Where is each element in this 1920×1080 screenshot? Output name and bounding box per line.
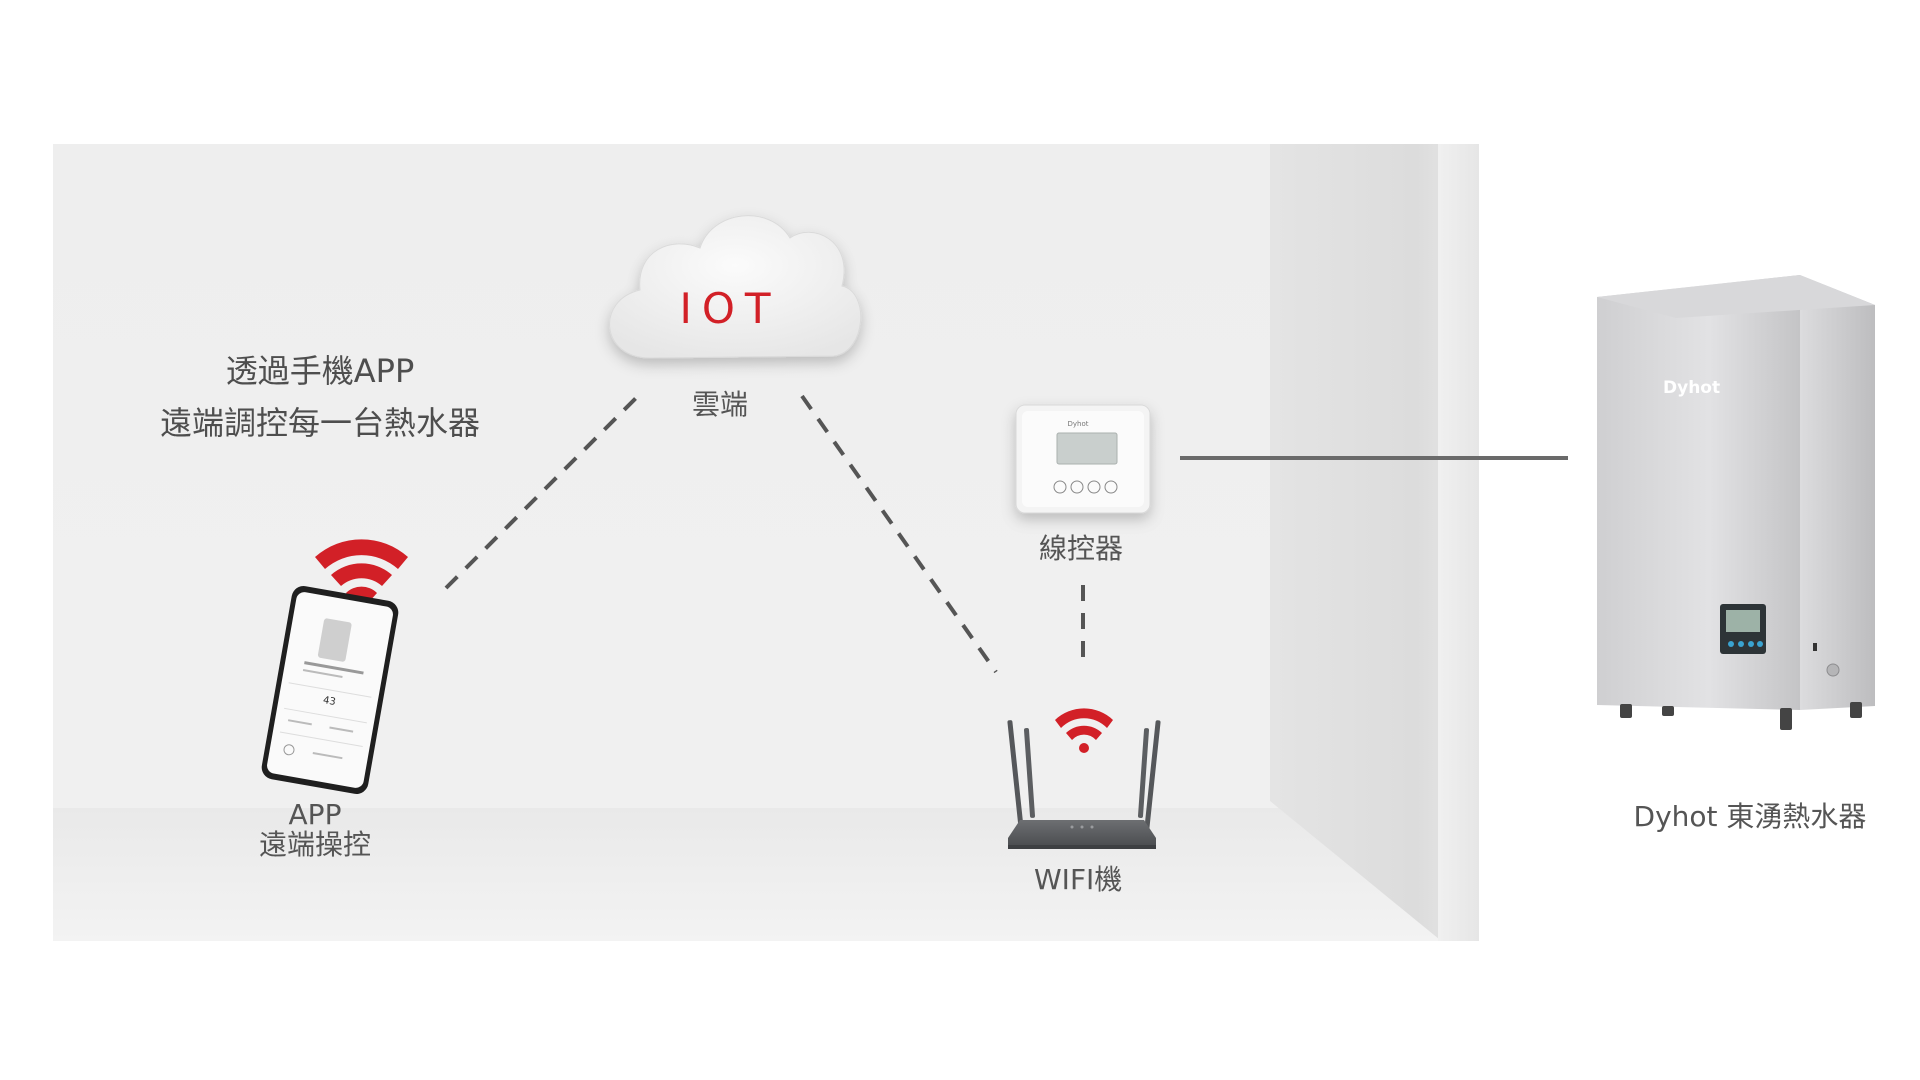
smartphone-icon: 43 bbox=[261, 586, 399, 794]
wired-controller-device bbox=[1015, 404, 1151, 514]
tagline-line-1: 透過手機APP bbox=[225, 352, 415, 390]
heater-label: Dyhot 東湧熱水器 bbox=[1633, 800, 1867, 833]
router-label: WIFI機 bbox=[1034, 863, 1123, 896]
cloud-label: 雲端 bbox=[692, 388, 749, 421]
cloud-icon bbox=[609, 215, 862, 359]
heater-brand: Dyhot bbox=[1663, 378, 1720, 398]
tagline-line-2: 遠端調控每一台熱水器 bbox=[159, 404, 480, 442]
controller-label: 線控器 bbox=[1039, 532, 1124, 565]
app-label-line-1: APP bbox=[288, 798, 342, 831]
app-label: APP 遠端操控 bbox=[220, 800, 410, 860]
svg-text:43: 43 bbox=[322, 695, 336, 708]
controller-brand: Dyhot bbox=[1068, 420, 1089, 428]
link-cloud-router bbox=[800, 394, 998, 674]
tagline: 透過手機APP 遠端調控每一台熱水器 bbox=[130, 345, 510, 449]
water-heater-device bbox=[1597, 275, 1875, 730]
wall-corner bbox=[1438, 144, 1479, 941]
wifi-router-device bbox=[1007, 720, 1161, 849]
router-wifi-icon bbox=[1055, 708, 1113, 753]
floor bbox=[53, 808, 1473, 941]
iot-text: IOT bbox=[679, 284, 781, 333]
app-label-line-2: 遠端操控 bbox=[258, 828, 371, 861]
